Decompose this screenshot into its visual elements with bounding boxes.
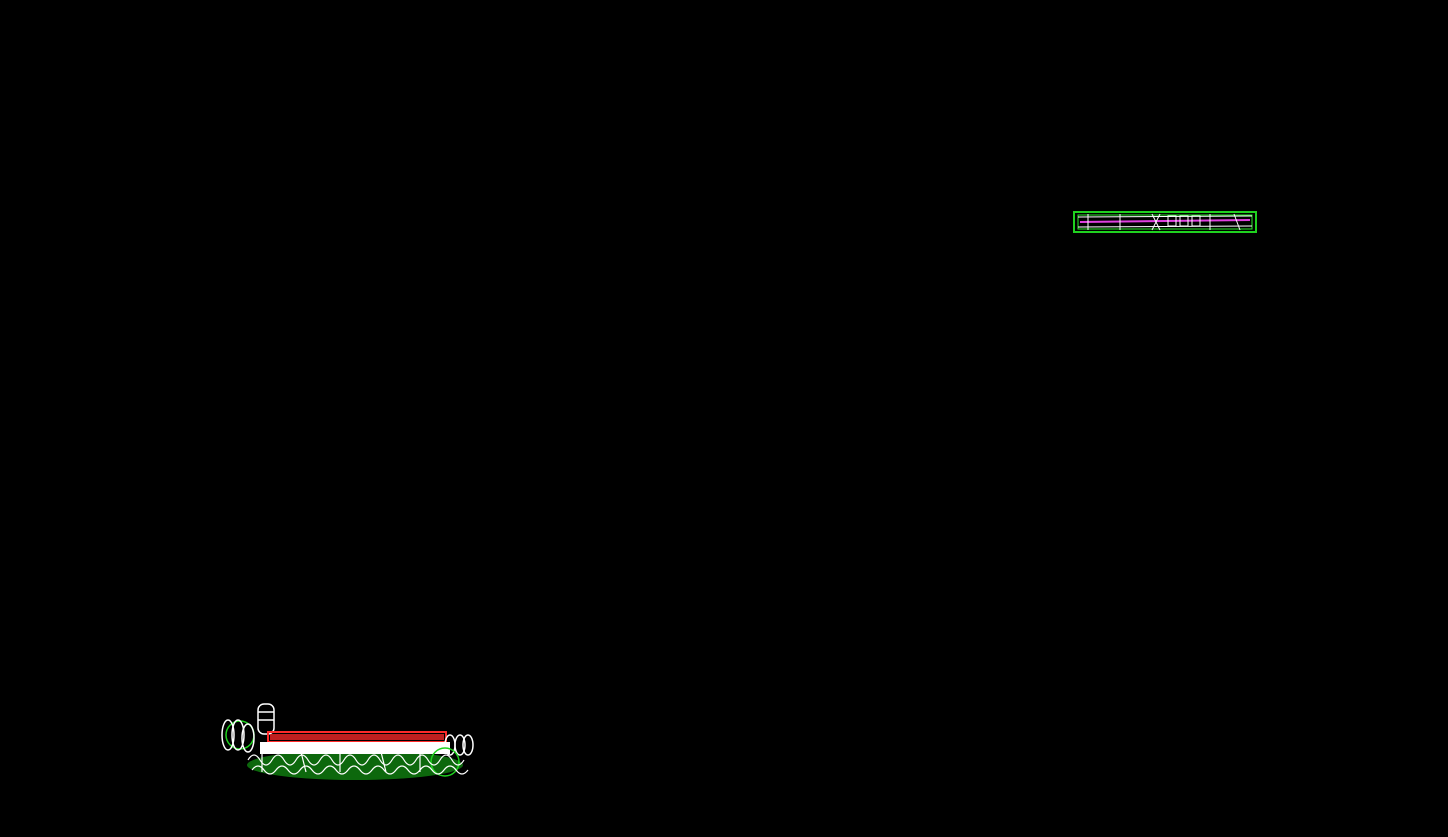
- strip-outer-outline: [1073, 211, 1257, 233]
- assembly-white-body: [260, 742, 450, 754]
- component-strip-right[interactable]: [1073, 211, 1257, 233]
- strip-detail-marks: [1087, 213, 1241, 231]
- assembly-detail-marks: [247, 747, 469, 775]
- strip-inner-outline: [1077, 214, 1253, 230]
- strip-white-line-bottom: [1077, 225, 1253, 228]
- strip-magenta-line: [1079, 219, 1251, 223]
- component-assembly-left[interactable]: [221, 703, 474, 780]
- top-roller: [257, 703, 275, 735]
- strip-white-line-top: [1077, 215, 1253, 218]
- right-roller-group: [430, 734, 474, 777]
- assembly-green-base: [247, 750, 463, 780]
- left-roller-group: [221, 719, 255, 753]
- red-bar: [267, 731, 447, 743]
